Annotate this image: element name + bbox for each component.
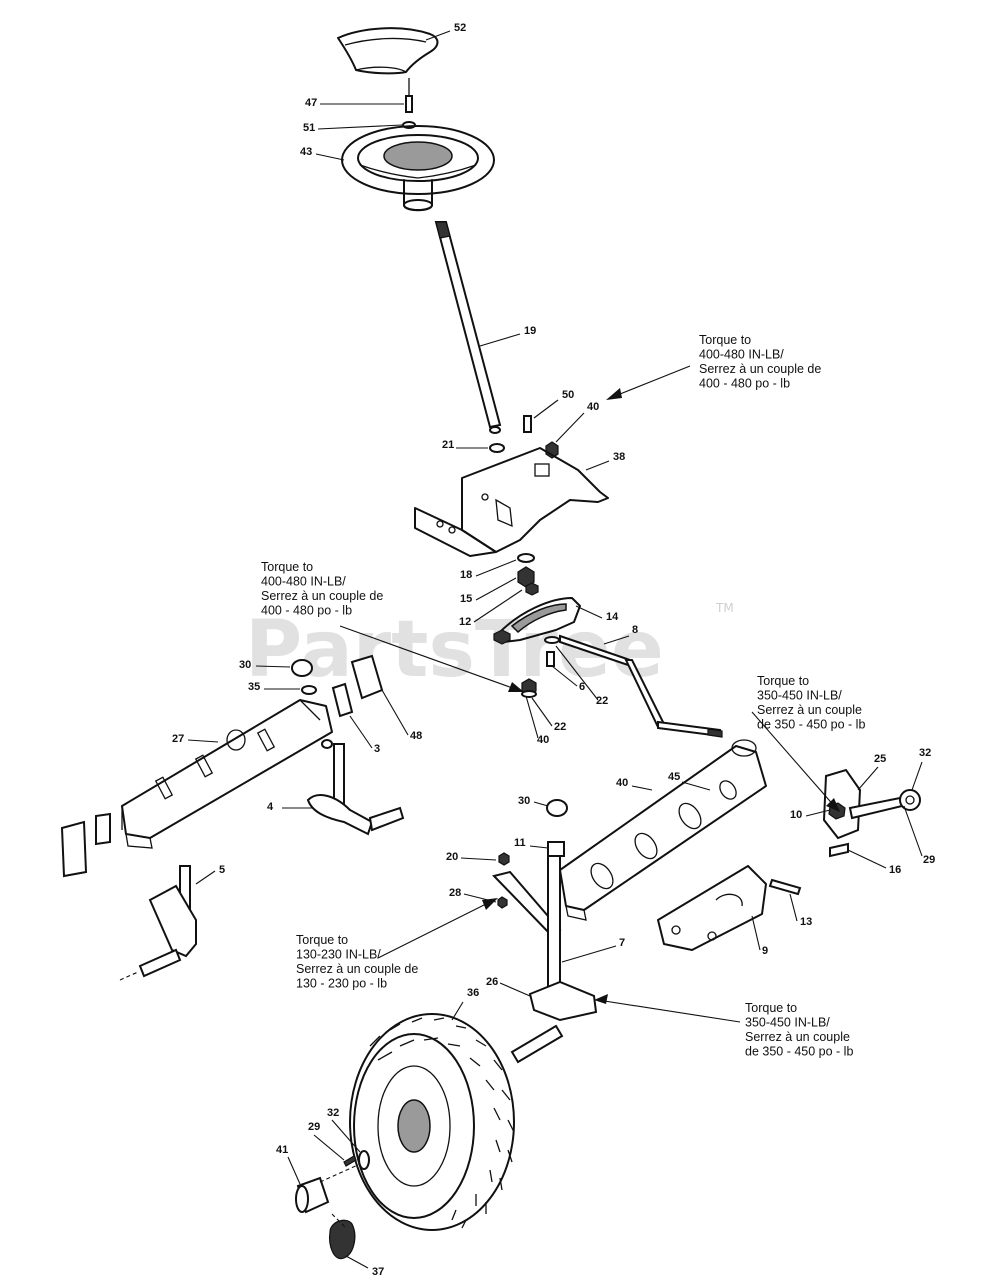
torque-note-line: de 350 - 450 po - lb bbox=[745, 1045, 853, 1059]
steering-support-plate bbox=[414, 447, 609, 557]
callout-c41: 41 bbox=[276, 1144, 288, 1156]
torque-note-line: 350-450 IN-LB/ bbox=[757, 689, 842, 703]
right-spindle-top-hardware bbox=[497, 799, 568, 909]
steering-wheel-cap bbox=[337, 27, 439, 75]
callout-c15: 15 bbox=[460, 593, 472, 605]
left-spindle bbox=[119, 865, 197, 981]
callout-c28: 28 bbox=[449, 887, 461, 899]
callout-c20: 20 bbox=[446, 851, 458, 863]
torque-note-line: Serrez à un couple de bbox=[699, 362, 821, 376]
callout-c22b: 22 bbox=[554, 721, 566, 733]
torque-note-line: 400 - 480 po - lb bbox=[261, 604, 352, 618]
callout-c12: 12 bbox=[459, 616, 471, 628]
torque-note-line: 400 - 480 po - lb bbox=[699, 377, 790, 391]
callout-c36: 36 bbox=[467, 987, 479, 999]
axle-bracket-plate bbox=[657, 865, 767, 951]
callout-c18: 18 bbox=[460, 569, 472, 581]
callout-c26: 26 bbox=[486, 976, 498, 988]
leader-lines bbox=[187, 30, 923, 1269]
left-spindle-hardware bbox=[291, 654, 384, 718]
callout-c16: 16 bbox=[889, 864, 901, 876]
callout-c21: 21 bbox=[442, 439, 454, 451]
callout-c13: 13 bbox=[800, 916, 812, 928]
left-spindle-arm bbox=[306, 739, 405, 836]
torque-note-line: Serrez à un couple de bbox=[261, 589, 383, 603]
torque-note-line: 400-480 IN-LB/ bbox=[699, 348, 784, 362]
drag-link bbox=[559, 634, 723, 738]
callout-c51: 51 bbox=[303, 122, 315, 134]
torque-note-line: Serrez à un couple de bbox=[296, 962, 418, 976]
callout-c32b: 32 bbox=[327, 1107, 339, 1119]
pivot-bolt bbox=[768, 878, 802, 896]
callout-c35: 35 bbox=[248, 681, 260, 693]
torque-note-line: 400-480 IN-LB/ bbox=[261, 575, 346, 589]
torque-note-line: Serrez à un couple bbox=[757, 703, 862, 717]
callout-c52: 52 bbox=[454, 22, 466, 34]
callout-c5: 5 bbox=[219, 864, 225, 876]
right-axle-member bbox=[559, 739, 767, 921]
callout-c40c: 40 bbox=[616, 777, 628, 789]
drag-link-hardware bbox=[521, 651, 555, 698]
callout-c50: 50 bbox=[562, 389, 574, 401]
torque-note-line: Torque to bbox=[699, 333, 751, 347]
callout-c6: 6 bbox=[579, 681, 585, 693]
torque-note-line: Torque to bbox=[296, 933, 348, 947]
shaft-hardware bbox=[489, 415, 559, 459]
callout-c14: 14 bbox=[606, 611, 619, 623]
left-axle-member bbox=[121, 699, 333, 849]
torque-note-line: Serrez à un couple bbox=[745, 1030, 850, 1044]
callout-c43: 43 bbox=[300, 146, 312, 158]
steering-shaft bbox=[434, 221, 502, 434]
bolt-and-washer bbox=[402, 78, 416, 129]
callout-c29a: 29 bbox=[923, 854, 935, 866]
front-wheel bbox=[349, 1013, 515, 1231]
callout-c4: 4 bbox=[267, 801, 274, 813]
callout-c40b: 40 bbox=[537, 734, 549, 746]
torque-note-line: Torque to bbox=[745, 1001, 797, 1015]
steering-gear-sector bbox=[493, 597, 581, 645]
right-spindle-assembly bbox=[822, 768, 921, 858]
callout-c45: 45 bbox=[668, 771, 680, 783]
callout-c47: 47 bbox=[305, 97, 317, 109]
right-spindle bbox=[492, 855, 598, 1064]
callout-c48: 48 bbox=[410, 730, 422, 742]
torque-note-line: de 350 - 450 po - lb bbox=[757, 718, 865, 732]
callout-c27: 27 bbox=[172, 733, 184, 745]
callout-c7: 7 bbox=[619, 937, 625, 949]
torque-note-line: 130 - 230 po - lb bbox=[296, 977, 387, 991]
callout-c38: 38 bbox=[613, 451, 625, 463]
callout-c3: 3 bbox=[374, 743, 380, 755]
callout-c8: 8 bbox=[632, 624, 638, 636]
watermark-trademark: TM bbox=[715, 601, 734, 615]
callout-c29b: 29 bbox=[308, 1121, 320, 1133]
callout-c40a: 40 bbox=[587, 401, 599, 413]
callout-c25: 25 bbox=[874, 753, 886, 765]
steering-wheel bbox=[341, 125, 495, 212]
left-axle-pieces bbox=[60, 812, 111, 878]
wheel-hardware bbox=[295, 1150, 370, 1260]
torque-note-line: Torque to bbox=[757, 674, 809, 688]
callout-c11: 11 bbox=[514, 837, 526, 849]
callout-c32a: 32 bbox=[919, 747, 931, 759]
callout-c10: 10 bbox=[790, 809, 802, 821]
torque-note-line: 130-230 IN-LB/ bbox=[296, 948, 381, 962]
callout-c22a: 22 bbox=[596, 695, 608, 707]
torque-arrows bbox=[339, 365, 840, 1023]
callout-c37: 37 bbox=[372, 1266, 384, 1278]
torque-note-line: Torque to bbox=[261, 560, 313, 574]
callout-c19: 19 bbox=[524, 325, 536, 337]
torque-note-line: 350-450 IN-LB/ bbox=[745, 1016, 830, 1030]
callout-c30b: 30 bbox=[518, 795, 530, 807]
callout-c30a: 30 bbox=[239, 659, 251, 671]
callout-c9: 9 bbox=[762, 945, 768, 957]
steering-gear-hardware bbox=[517, 553, 539, 596]
